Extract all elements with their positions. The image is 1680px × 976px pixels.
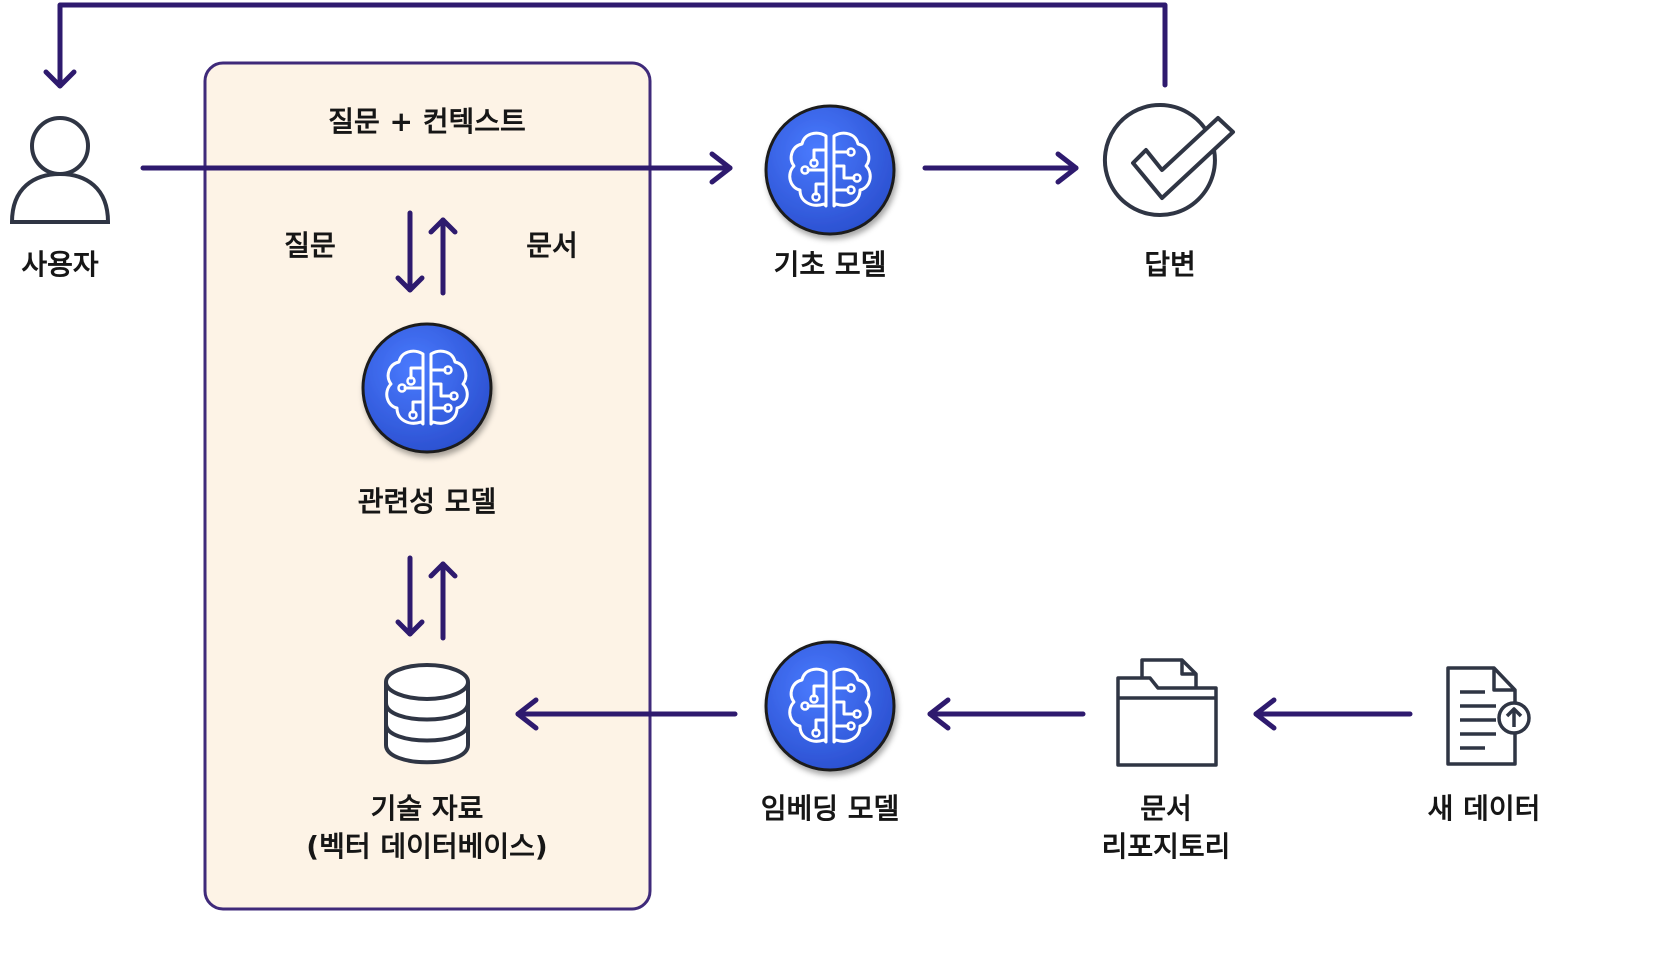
repo-to-embedding-arrow — [927, 697, 1086, 731]
embedding-model-label: 임베딩 모델 — [760, 792, 900, 825]
retrieval-panel — [203, 61, 652, 911]
foundation-model-label: 기초 모델 — [773, 248, 887, 281]
embedding-model-brain-icon — [766, 642, 894, 770]
user-to-foundation-arrow — [140, 151, 733, 185]
db-to-relevance-up-arrow — [428, 561, 458, 641]
documents-up-arrow — [428, 217, 458, 296]
knowledge-base-label: 기술 자료 (벡터 데이터베이스) — [227, 790, 627, 866]
foundation-model-brain-icon — [766, 106, 894, 234]
answer-to-user-arrow — [43, 2, 1168, 89]
relevance-to-db-down-arrow — [395, 555, 425, 637]
new-data-label: 새 데이터 — [1427, 792, 1541, 825]
database-icon — [384, 663, 470, 765]
question-context-label: 질문 + 컨텍스트 — [328, 105, 526, 138]
documents-label: 문서 — [526, 229, 578, 262]
user-label: 사용자 — [21, 248, 99, 281]
folder-document-icon — [1116, 658, 1218, 767]
answer-label: 답변 — [1144, 248, 1196, 281]
check-circle-icon — [1102, 103, 1235, 218]
document-repository-label-line2: 리포지토리 — [1101, 830, 1231, 863]
knowledge-base-label-line2: (벡터 데이터베이스) — [306, 830, 548, 863]
question-label: 질문 — [284, 229, 336, 262]
document-repository-label: 문서 리포지토리 — [1066, 790, 1266, 866]
newdata-to-repo-arrow — [1253, 697, 1413, 731]
document-repository-label-line1: 문서 — [1140, 792, 1192, 825]
relevance-model-label: 관련성 모델 — [357, 485, 497, 518]
relevance-model-brain-icon — [363, 324, 491, 452]
knowledge-base-label-line1: 기술 자료 — [370, 792, 484, 825]
document-upload-icon — [1446, 666, 1531, 766]
user-icon — [9, 116, 111, 224]
foundation-to-answer-arrow — [922, 151, 1079, 185]
embedding-to-db-arrow — [515, 697, 738, 731]
question-down-arrow — [395, 210, 425, 293]
